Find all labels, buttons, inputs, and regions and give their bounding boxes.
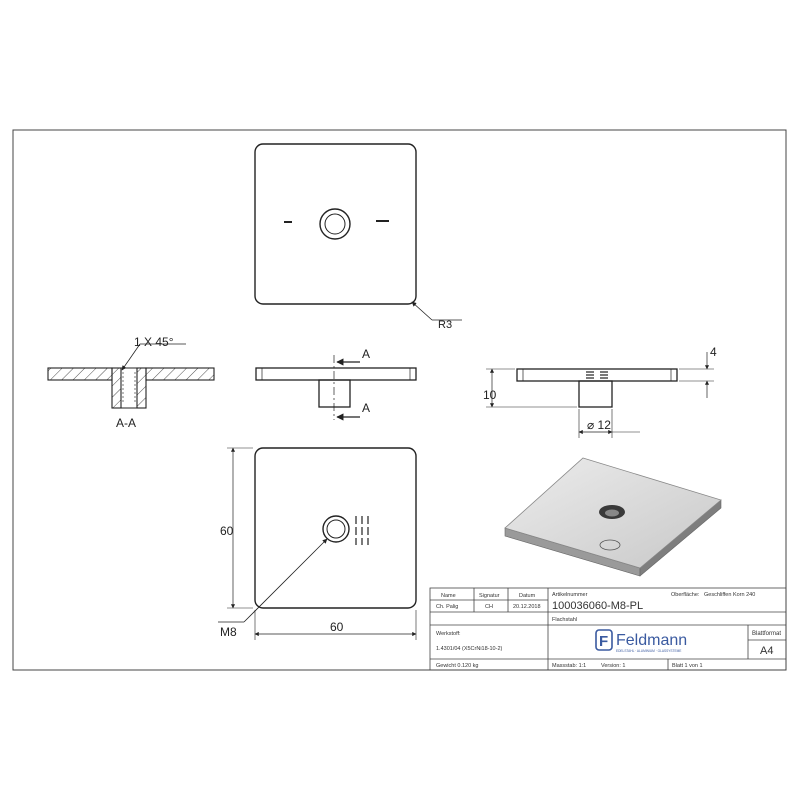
bottom-view-stud-inner	[326, 519, 346, 539]
top-view-hole-outer	[319, 208, 351, 240]
side-view	[486, 352, 714, 438]
thread-leader	[243, 538, 328, 623]
section-view	[47, 343, 215, 409]
stud-height-label: 10	[483, 388, 497, 402]
section-plate-left	[47, 367, 113, 381]
cut-label-top: A	[362, 347, 370, 361]
tb-surface-label: Oberfläche:	[671, 592, 700, 598]
tb-head-signature: Signatur	[479, 593, 500, 599]
tb-surface-value: Geschliffen Korn 240	[704, 592, 755, 598]
top-view-hole-inner	[324, 213, 346, 235]
tb-version: Version: 1	[601, 663, 625, 669]
tb-checker-date: 20.12.2018	[513, 604, 541, 610]
thread-label: M8	[220, 625, 237, 639]
cut-label-bottom: A	[362, 401, 370, 415]
width-label: 60	[330, 620, 344, 634]
company-logo: F Feldmann EDELSTAHL · ALUMINIUM · GLASS…	[595, 629, 687, 653]
tb-material-label: Werkstoff:	[436, 631, 461, 637]
logo-letter: F	[599, 633, 608, 650]
chamfer-label: 1 X 45°	[134, 335, 174, 349]
section-bore	[120, 367, 138, 409]
section-stud-left	[111, 367, 122, 409]
iso-marking	[599, 539, 621, 551]
thickness-label: 4	[710, 345, 717, 359]
height-label: 60	[220, 524, 234, 538]
tb-material-value: 1.4301/04 (X5CrNi18-10-2)	[436, 646, 503, 652]
tb-article-label: Artikelnummer	[552, 592, 588, 598]
isometric-view	[504, 457, 722, 577]
tb-checker-signature: CH	[485, 604, 493, 610]
tb-format-label: Blattformat	[752, 631, 781, 637]
tb-checker-name: Ch. Palig	[436, 604, 458, 610]
top-view-plate	[254, 143, 417, 305]
front-view-stud	[318, 379, 351, 408]
iso-hole-inner	[605, 509, 619, 517]
section-title: A-A	[116, 416, 136, 430]
tb-scale: Massstab: 1:1	[552, 663, 586, 669]
tb-weight: Gewicht 0.120 kg	[436, 663, 479, 669]
tb-format-value: A4	[760, 645, 773, 657]
tb-desc-label: Flachstahl	[552, 617, 577, 623]
stud-diameter-label: ⌀ 12	[587, 418, 611, 432]
front-view	[255, 355, 417, 421]
section-plate-right	[145, 367, 215, 381]
chamfer-leader	[121, 343, 141, 371]
top-view	[254, 143, 462, 321]
tb-article-number: 100036060-M8-PL	[552, 600, 643, 612]
side-view-plate	[516, 368, 678, 382]
logo-mark	[595, 629, 613, 651]
radius-leader	[411, 301, 433, 321]
logo-name: Feldmann	[616, 632, 687, 649]
tb-sheet: Blatt 1 von 1	[672, 663, 703, 669]
logo-tagline: EDELSTAHL · ALUMINIUM · GLASSYSTEME	[616, 649, 681, 653]
bottom-view-plate	[254, 447, 417, 609]
section-stud-right	[136, 367, 147, 409]
bottom-view	[218, 447, 417, 640]
radius-label: R3	[438, 319, 452, 331]
bottom-view-marking	[355, 516, 369, 545]
front-view-plate	[255, 367, 417, 381]
title-block	[429, 587, 787, 671]
bottom-view-stud-outer	[322, 515, 350, 543]
sheet-border	[12, 129, 787, 671]
tb-head-name: Name	[441, 593, 456, 599]
side-view-stud	[578, 380, 613, 408]
tb-head-date: Datum	[519, 593, 536, 599]
